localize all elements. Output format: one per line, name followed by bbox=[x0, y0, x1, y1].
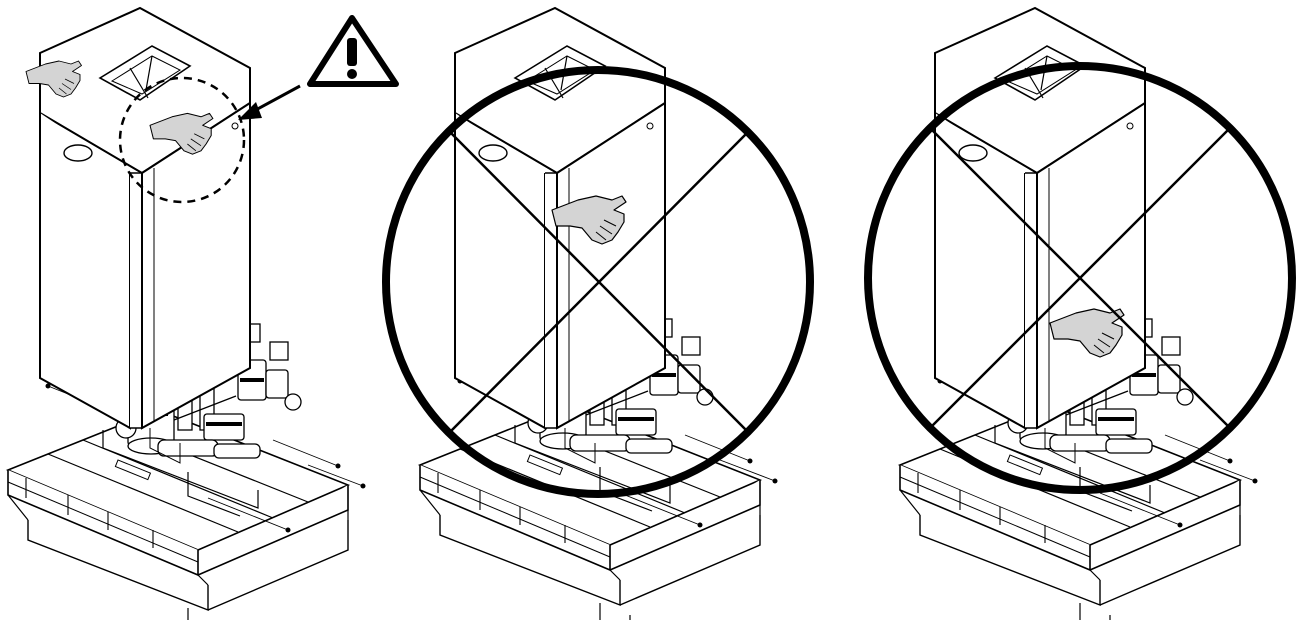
panel-prohibited-front-middle bbox=[864, 7, 1296, 620]
panel-correct-lift bbox=[7, 7, 399, 620]
highlight-circle bbox=[118, 76, 246, 204]
hand-icon bbox=[25, 60, 82, 98]
warning-triangle-icon bbox=[307, 15, 399, 87]
prohibition-circle-icon bbox=[382, 66, 814, 498]
cabinet-drawing bbox=[934, 7, 1146, 464]
prohibition-circle-icon bbox=[864, 62, 1296, 494]
panel-prohibited-front-upper bbox=[382, 7, 814, 620]
pointer-arrow bbox=[238, 84, 301, 120]
